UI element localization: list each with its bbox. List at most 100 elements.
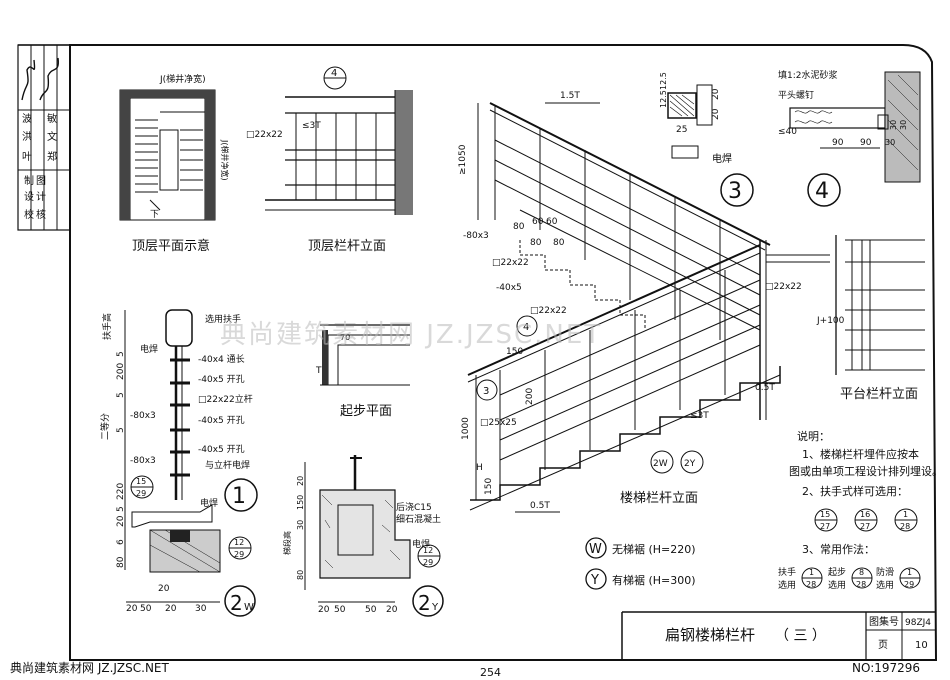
notes-item1: 1、楼梯栏杆埋件应按本 <box>802 447 919 461</box>
dim-80a: 80 <box>513 222 525 232</box>
plan-label-down: 下 <box>150 210 159 220</box>
d2w-dim-30: 30 <box>195 604 207 614</box>
detail-1-number: 1 <box>232 484 246 509</box>
d1-ref1-top: 15 <box>136 477 146 486</box>
sig-col2-b: 计 <box>36 190 46 203</box>
d1-dim-220: 220 <box>116 483 126 500</box>
d1-ref2-bottom: 29 <box>234 550 244 559</box>
sig-col1-b: 设 <box>24 191 34 203</box>
watermark-center: 典尚建筑素材网 JZ.JZSC.NET <box>220 320 602 350</box>
d2y-dim-50b: 50 <box>365 605 377 615</box>
sheet-title-suffix: （ 三 ） <box>775 628 826 644</box>
sig-col1-a: 校 <box>24 208 34 221</box>
top-rail-elevation: □22x22 ≤3T 4 顶层栏杆立面 <box>246 66 413 254</box>
detail-mark-3 <box>476 379 498 401</box>
page-label: 页 <box>878 639 888 651</box>
d1-ref2-top: 12 <box>234 538 244 547</box>
detail-2w: 20 50 20 30 2 W <box>126 585 256 617</box>
sig-name1-a: 叶 <box>22 151 32 163</box>
sig-name1-b: 洪 <box>22 131 32 143</box>
legend-y-symbol: Y <box>590 573 599 588</box>
sheet-frame <box>69 44 938 661</box>
detail-4: 填1:2水泥砂浆 平头螺钉 ≤40 90 90 30 30 30 4 <box>778 69 921 207</box>
top-rail-label-bar: □22x22 <box>246 130 283 140</box>
legend-y-text: 有梯裾 (H=300) <box>612 573 696 587</box>
hr-ref1-bottom: 27 <box>820 522 830 531</box>
d1-label-40x5b: -40x5 开孔 <box>198 415 245 426</box>
notes: 说明： 1、楼梯栏杆埋件应按本 图或由单项工程设计排列埋设。 2、扶手式样可选用… <box>778 429 943 591</box>
d1-dim-5b: 5 <box>116 392 126 398</box>
caption-platform-rail: 平台栏杆立面 <box>840 387 918 402</box>
signature-box: 校 设 制 核 计 图 叶 洪 波 郑 文 敏 <box>17 44 71 231</box>
d4-dim-90a: 90 <box>832 138 844 148</box>
common-label-start: 起步 <box>828 567 846 578</box>
d3-dim-25: 25 <box>676 125 687 135</box>
d4-label-mortar: 填1:2水泥砂浆 <box>778 69 838 81</box>
dim-150b: 150 <box>484 478 494 495</box>
detail-2y-sub: Y <box>431 602 439 613</box>
caption-stair-rail: 楼梯栏杆立面 <box>620 491 698 506</box>
caption-top-plan: 顶层平面示意 <box>132 238 210 254</box>
common-ref3-bottom: 29 <box>904 580 914 589</box>
d2y-label-concrete: 细石混凝土 <box>396 513 441 525</box>
sig-col1-c: 制 <box>24 174 34 187</box>
d1-label-weld-bar: 与立杆电焊 <box>205 459 250 471</box>
d1-dim-20a: 20 <box>116 515 126 527</box>
d2y-dim-20b: 20 <box>386 605 398 615</box>
stair-rail-elevation: 1.5T ≥1050 -80x3 80 60 60 80 80 □22x22 -… <box>458 91 830 513</box>
notes-item1b: 图或由单项工程设计排列埋设。 <box>789 464 943 478</box>
d4-dim-40: ≤40 <box>778 127 797 137</box>
d2y-dim-stair-h: 梯段高 <box>282 531 292 555</box>
sheet-title: 扁钢楼梯栏杆 <box>665 626 755 644</box>
hr-ref2-bottom: 27 <box>860 522 870 531</box>
d1-label-weld-top: 电焊 <box>140 343 158 355</box>
d4-dim-30a: 30 <box>889 120 898 130</box>
d2y-dim-30: 30 <box>296 520 305 530</box>
start-plan-dim-70: 70 <box>340 333 350 342</box>
d2w-dim-50: 50 <box>140 604 152 614</box>
common-ref2-bottom: 28 <box>856 580 866 589</box>
d1-dim-200: 200 <box>116 363 126 380</box>
stair-detail-mark-4: 4 <box>523 322 529 333</box>
callout-2w-text: 2W <box>653 459 668 469</box>
dim-150: 150 <box>506 347 523 357</box>
dim-1050: ≥1050 <box>458 144 468 175</box>
caption-start-plan: 起步平面 <box>340 404 392 419</box>
label-22x22-a: □22x22 <box>492 258 529 268</box>
common-ref1-top: 1 <box>809 568 814 577</box>
dim-h: H <box>476 463 483 473</box>
d1-dim-5d: 5 <box>116 506 126 512</box>
detail-4-circle <box>807 173 841 207</box>
common-label-sel3: 选用 <box>876 579 894 591</box>
label-80x3: -80x3 <box>463 231 489 241</box>
dim-0-5t-b: 0.5T <box>755 383 775 393</box>
sig-name1-c: 波 <box>22 112 32 125</box>
d1-dim-20b: 20 <box>158 584 170 594</box>
d1-dim-80x3b: -80x3 <box>130 456 156 466</box>
d2y-dim-150: 150 <box>296 495 305 510</box>
d2y-dim-20: 20 <box>296 476 305 486</box>
d2y-dim-80: 80 <box>296 570 305 580</box>
detail-2y-number: 2 <box>418 591 431 615</box>
notes-heading: 说明： <box>797 429 830 443</box>
detail-3-circle <box>720 173 754 207</box>
label-22x22-b: □22x22 <box>530 306 567 316</box>
d1-dim-5a: 5 <box>116 351 126 357</box>
dim-80c: 80 <box>553 238 565 248</box>
platform-rail-elevation: J+100 平台栏杆立面 <box>816 235 925 402</box>
plan-label-j1: J(梯井净宽) <box>159 73 206 85</box>
d4-dim-90b: 90 <box>860 138 872 148</box>
top-rail-label-spacing: ≤3T <box>302 121 321 131</box>
top-rail-detail-mark: 4 <box>331 68 337 79</box>
watermark-bottom-left: 典尚建筑素材网 JZ.JZSC.NET <box>10 660 170 675</box>
sig-name2-a: 郑 <box>47 150 57 163</box>
d2y-ref-bottom: 29 <box>423 558 433 567</box>
detail-mark-4 <box>516 315 538 337</box>
d2y-label-weld: 电焊 <box>412 538 430 550</box>
d1-dim-5c: 5 <box>116 427 126 433</box>
platform-label-j100: J+100 <box>816 316 845 326</box>
d1-dim-handrail-h: 扶手高 <box>101 313 113 340</box>
stair-detail-mark-3: 3 <box>483 386 489 397</box>
d1-ref1-bottom: 29 <box>136 489 146 498</box>
detail-1: 扶手高 5 200 5 -80x3 二等分 5 -80x3 220 5 20 6… <box>99 309 258 594</box>
